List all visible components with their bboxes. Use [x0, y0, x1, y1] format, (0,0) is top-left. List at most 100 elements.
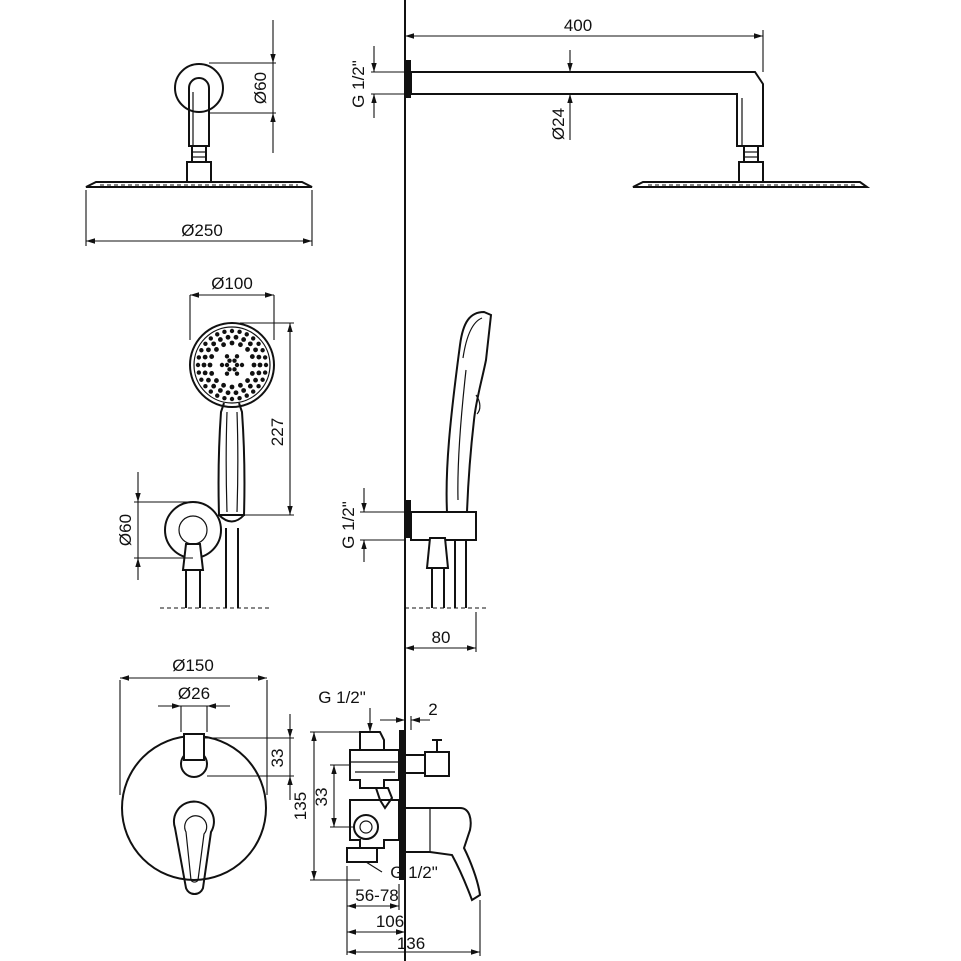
- nozzle-dot: [222, 329, 227, 335]
- head-shower-side-view: 400 G 1/2" Ø24: [349, 16, 871, 188]
- center-nozzle-dot: [232, 367, 237, 372]
- nozzle-dot: [217, 388, 223, 393]
- knob-diameter-label: Ø26: [178, 684, 210, 703]
- nozzle-dot: [263, 362, 269, 368]
- outlet-flange-diameter-label: Ø60: [116, 514, 135, 546]
- nozzle-dot: [229, 396, 235, 402]
- nozzle-dot: [229, 340, 235, 346]
- mixer-cover-plate-side: [399, 730, 405, 880]
- head-arm-front: [188, 77, 210, 147]
- nozzle-dot: [256, 341, 261, 347]
- center-nozzle-dot: [224, 362, 230, 368]
- valve-upper-body: [349, 749, 400, 789]
- nozzle-dot: [215, 332, 220, 337]
- nozzle-dot: [196, 370, 202, 375]
- valve-bottom-port: [346, 847, 378, 863]
- head-wall-flange: [174, 63, 224, 113]
- nozzle-dot: [237, 395, 242, 401]
- nozzle-dot: [206, 347, 211, 353]
- nozzle-dot: [199, 377, 204, 382]
- head-arm-side: [410, 71, 764, 147]
- mixer-lever: [172, 800, 215, 895]
- valve-plate-gap-label: 2: [428, 700, 437, 719]
- head-connector-side: [738, 161, 764, 183]
- nozzle-dot: [251, 362, 257, 368]
- head-plate-side: [632, 181, 871, 188]
- valve-top-port: [359, 731, 385, 751]
- hand-shower-nozzles: [195, 328, 269, 402]
- nozzle-dot: [222, 395, 227, 401]
- nozzle-dot: [203, 383, 208, 389]
- nozzle-dot: [238, 382, 243, 388]
- nozzle-dot: [202, 354, 208, 360]
- nozzle-dot: [195, 362, 201, 368]
- diverter-knob-side: [404, 754, 426, 774]
- center-nozzle-dot: [234, 354, 240, 359]
- nozzle-dot: [221, 342, 226, 348]
- head-arm-diameter-label: Ø24: [549, 108, 568, 140]
- nozzle-dot: [214, 347, 219, 352]
- nozzle-dot: [260, 348, 265, 353]
- nozzle-dot: [233, 390, 239, 396]
- head-ball-joint-side: [743, 145, 759, 163]
- hand-outlet-nut-side: [425, 537, 450, 569]
- nozzle-dot: [221, 382, 226, 388]
- valve-lower-body: [349, 799, 400, 849]
- nozzle-dot: [211, 341, 217, 347]
- nozzle-dot: [196, 355, 202, 360]
- center-nozzle-dot: [227, 358, 232, 363]
- nozzle-dot: [260, 377, 265, 382]
- nozzle-dot: [253, 347, 258, 353]
- nozzle-dot: [245, 347, 250, 352]
- valve-spacing-label: 33: [312, 788, 331, 807]
- head-wall-flange-side: [405, 60, 411, 98]
- nozzle-dot: [209, 371, 215, 376]
- nozzle-dot: [229, 328, 235, 334]
- nozzle-dot: [217, 337, 223, 342]
- outlet-projection-label: 80: [432, 628, 451, 647]
- head-flange-diameter-label: Ø60: [251, 72, 270, 104]
- nozzle-dot: [241, 388, 247, 393]
- hand-shower-side-view: G 1/2" 80: [339, 310, 493, 652]
- nozzle-dot: [244, 332, 249, 337]
- center-nozzle-dot: [234, 371, 240, 376]
- nozzle-dot: [256, 370, 262, 376]
- nozzle-dot: [247, 383, 253, 389]
- nozzle-dot: [201, 362, 207, 368]
- nozzle-dot: [215, 393, 220, 398]
- nozzle-dot: [245, 378, 250, 383]
- nozzle-dot: [249, 354, 255, 359]
- nozzle-dot: [262, 355, 268, 360]
- nozzle-dot: [233, 334, 239, 340]
- valve-depth-mid-label: 106: [376, 912, 404, 931]
- hand-outlet-body-side: [410, 511, 477, 541]
- nozzle-dot: [244, 393, 249, 398]
- center-nozzle-dot: [232, 358, 237, 363]
- diverter-knob-stem: [183, 733, 205, 761]
- nozzle-dot: [229, 384, 235, 390]
- center-nozzle-dot: [234, 362, 240, 368]
- mixer-side-view: 2 G 1/2" 135 33 G 1/2" 56-78 106 136: [291, 688, 482, 956]
- nozzle-dot: [225, 334, 231, 340]
- hand-shower-handle: [217, 402, 246, 516]
- hand-shower-front-view: Ø100 227 Ø60: [116, 274, 294, 609]
- nozzle-dot: [262, 370, 268, 375]
- handshower-diameter-label: Ø100: [211, 274, 253, 293]
- nozzle-dot: [208, 389, 214, 394]
- nozzle-dot: [250, 389, 256, 394]
- head-connector: [186, 161, 212, 183]
- valve-bottom-connection-label: G 1/2": [390, 863, 438, 882]
- hand-shower-head-outer: [189, 322, 275, 408]
- valve-depth-total-label: 136: [397, 934, 425, 953]
- plate-diameter-label: Ø150: [172, 656, 214, 675]
- head-ball-joint: [191, 145, 207, 163]
- nozzle-dot: [209, 354, 215, 359]
- nozzle-dot: [241, 337, 247, 342]
- mixer-lever-side: [404, 807, 482, 902]
- head-diameter-label: Ø250: [181, 221, 223, 240]
- nozzle-dot: [207, 362, 213, 368]
- outlet-connection-label: G 1/2": [339, 501, 358, 549]
- nozzle-dot: [257, 362, 263, 368]
